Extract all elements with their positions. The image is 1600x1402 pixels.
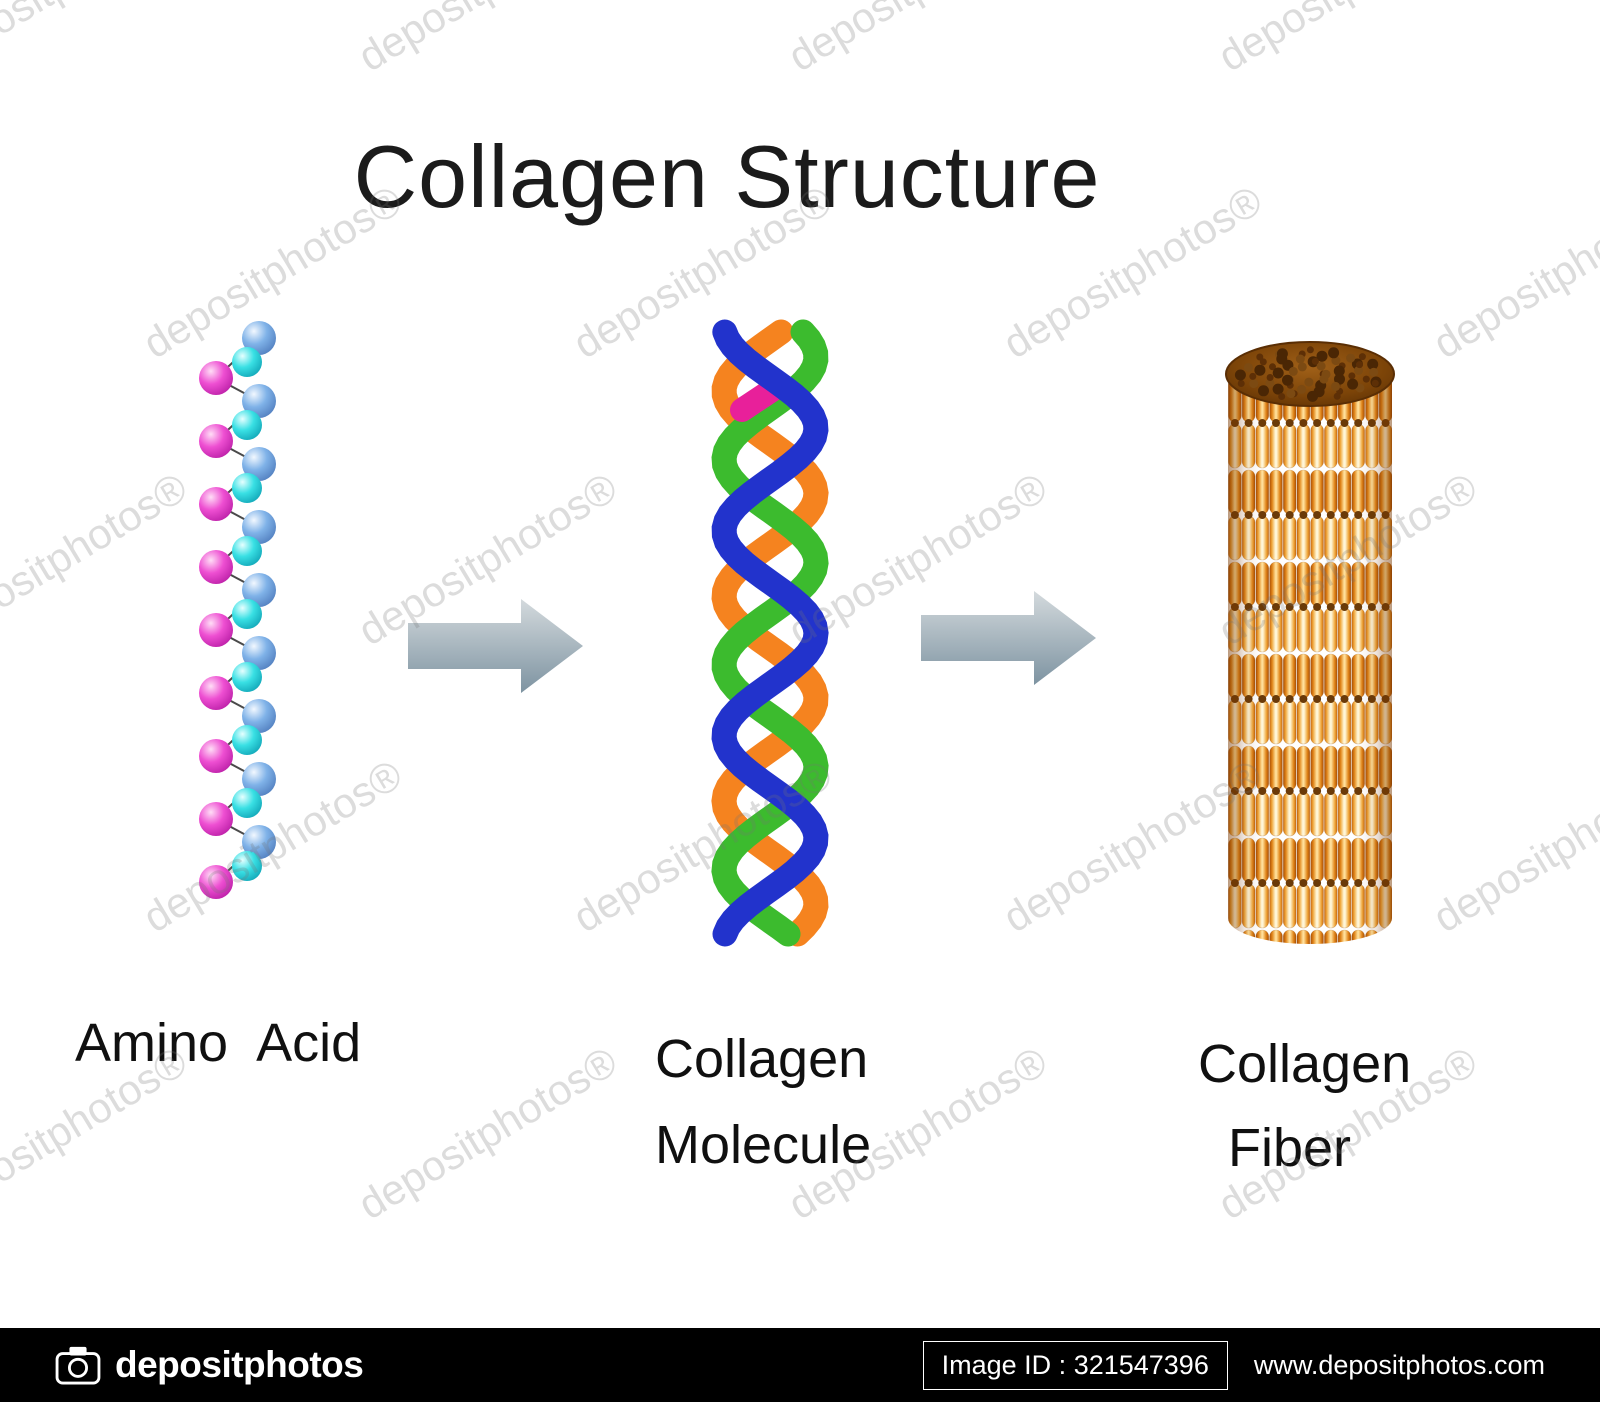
strand-green — [711, 319, 829, 947]
amino-acid-chain — [199, 321, 276, 899]
footer-info: Image ID : 321547396 www.depositphotos.c… — [922, 1340, 1545, 1390]
label-collagen-molecule-line1: Collagen — [655, 1029, 869, 1089]
label-collagen-fiber: Collagen Fiber — [1198, 1022, 1411, 1190]
camera-icon — [55, 1346, 101, 1385]
label-collagen-fiber-line1: Collagen — [1198, 1034, 1412, 1094]
label-collagen-molecule: Collagen Molecule — [655, 1016, 871, 1188]
collagen-molecule-helix — [711, 319, 829, 947]
page-title: Collagen Structure — [353, 127, 1101, 226]
collagen-fiber — [1225, 341, 1395, 944]
strand-blue — [711, 319, 829, 947]
label-collagen-fiber-line2: Fiber — [1228, 1118, 1352, 1178]
label-collagen-molecule-line2: Molecule — [655, 1115, 872, 1175]
fiber-top-texture — [1234, 346, 1382, 402]
brand-name: depositphotos — [115, 1344, 364, 1385]
footer-bar: depositphotos Image ID : 321547396 www.d… — [0, 1328, 1600, 1402]
arrow-1 — [408, 599, 583, 693]
brand-logo: depositphotos — [55, 1344, 364, 1386]
site-url: www.depositphotos.com — [1253, 1349, 1545, 1380]
label-amino-acid: Amino Acid — [75, 1013, 362, 1073]
image-id: Image ID : 321547396 — [922, 1340, 1228, 1390]
arrow-2 — [921, 591, 1096, 685]
